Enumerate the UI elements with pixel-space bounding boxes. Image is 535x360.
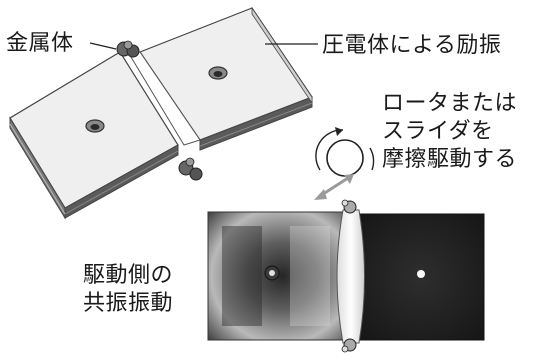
label-rotor-line-1: ロータまたは xyxy=(382,91,518,116)
mode-bottom-joint xyxy=(341,338,357,353)
label-drive-side-resonance: 駆動側の 共振振動 xyxy=(83,262,173,318)
rotor-circle xyxy=(326,139,364,177)
label-rotor-slider: ロータまたは スライダを 摩擦駆動する xyxy=(382,90,517,174)
left-plate xyxy=(9,51,179,220)
label-metal-body: 金属体 xyxy=(6,31,74,56)
label-rotor-line-2: スライダを xyxy=(382,119,494,144)
bottom-joint xyxy=(178,157,203,181)
metal-body-leader xyxy=(89,42,117,50)
right-plate xyxy=(139,6,313,151)
flexing-beam xyxy=(336,209,365,344)
rotor-symbol xyxy=(315,127,375,177)
label-rotor-line-3: 摩擦駆動する xyxy=(382,147,518,172)
mode-top-joint xyxy=(341,199,357,214)
top-joint xyxy=(116,40,140,58)
metal-body-3d xyxy=(9,6,318,220)
rotation-arrow-icon xyxy=(335,127,343,136)
motion-arrow-icon xyxy=(314,174,354,200)
label-piezo-excitation: 圧電体による励振 xyxy=(322,33,502,58)
label-drive-line-1: 駆動側の xyxy=(83,263,174,288)
label-drive-line-2: 共振振動 xyxy=(83,291,174,316)
hole xyxy=(417,270,425,278)
mode-shape-view xyxy=(207,199,485,353)
